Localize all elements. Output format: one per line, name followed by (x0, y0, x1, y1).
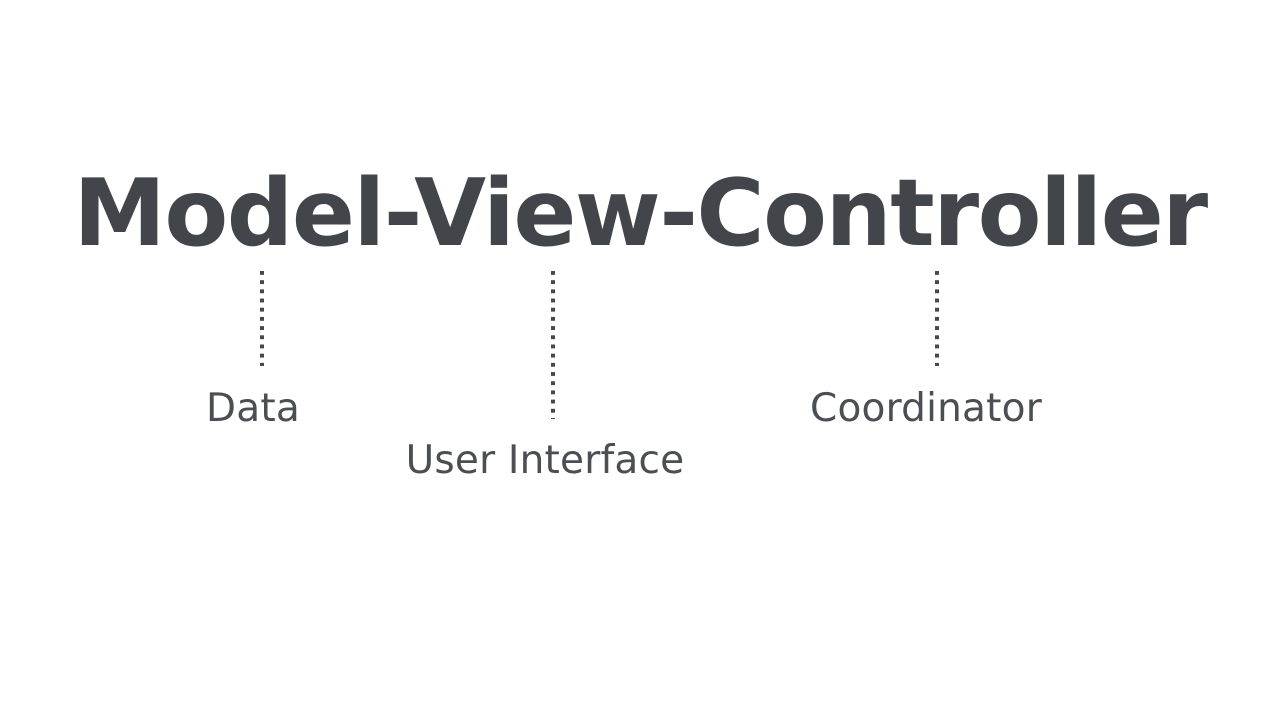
annotation-label-view: User Interface (405, 438, 685, 483)
connector-line-model (260, 271, 264, 366)
annotation-label-model: Data (206, 386, 300, 431)
annotation-label-controller: Coordinator (810, 386, 1042, 431)
connector-line-controller (935, 271, 939, 366)
page-title: Model-View-Controller (73, 159, 1208, 267)
connector-line-view (551, 271, 555, 419)
